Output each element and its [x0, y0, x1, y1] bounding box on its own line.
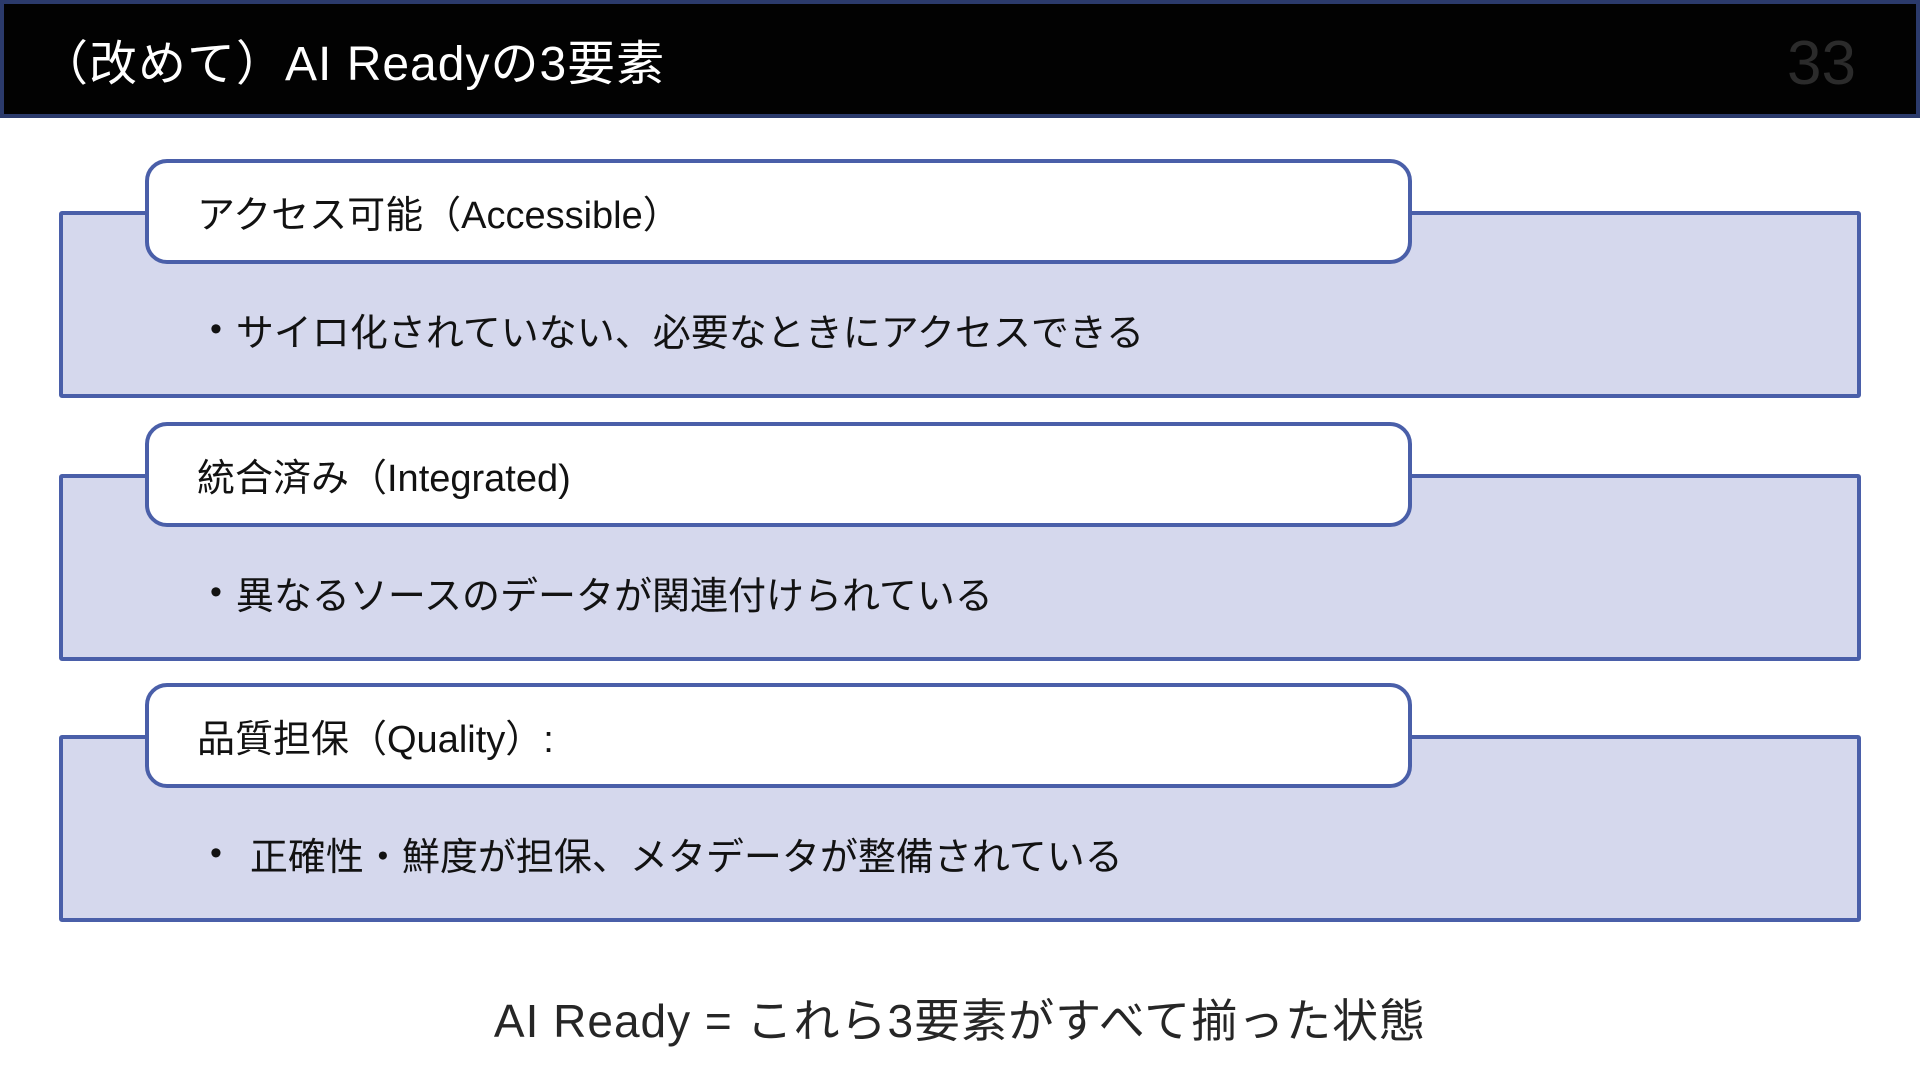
- title-bar: （改めて）AI Readyの3要素 33: [0, 0, 1920, 118]
- section-accessible: • サイロ化されていない、必要なときにアクセスできる アクセス可能（Access…: [59, 159, 1861, 398]
- bullet-dot: •: [210, 572, 222, 611]
- bullet-text: 正確性・鮮度が担保、メタデータが整備されている: [249, 836, 1123, 879]
- section-heading: 品質担保（Quality）:: [197, 719, 554, 761]
- bullet-text: サイロ化されていない、必要なときにアクセスできる: [235, 312, 1145, 355]
- page-number: 33: [1787, 29, 1856, 98]
- section-accessible-heading-box: アクセス可能（Accessible）: [145, 159, 1412, 264]
- bullet-row: • サイロ化されていない、必要なときにアクセスできる: [210, 268, 1837, 390]
- section-integrated-heading-box: 統合済み（Integrated): [145, 422, 1412, 527]
- bullet-row: • 正確性・鮮度が担保、メタデータが整備されている: [210, 792, 1837, 914]
- section-integrated: • 異なるソースのデータが関連付けられている 統合済み（Integrated): [59, 422, 1861, 661]
- section-quality: • 正確性・鮮度が担保、メタデータが整備されている 品質担保（Quality）:: [59, 683, 1861, 922]
- bullet-row: • 異なるソースのデータが関連付けられている: [210, 531, 1837, 653]
- slide-title: （改めて）AI Readyの3要素: [40, 38, 666, 91]
- section-heading: アクセス可能（Accessible）: [197, 195, 681, 237]
- section-heading: 統合済み（Integrated): [197, 458, 571, 500]
- bullet-text: 異なるソースのデータが関連付けられている: [235, 575, 993, 618]
- bullet-dot: •: [210, 309, 222, 348]
- bullet-dot: •: [210, 833, 222, 872]
- section-quality-heading-box: 品質担保（Quality）:: [145, 683, 1412, 788]
- summary-text: AI Ready = これら3要素がすべて揃った状態: [493, 995, 1427, 1047]
